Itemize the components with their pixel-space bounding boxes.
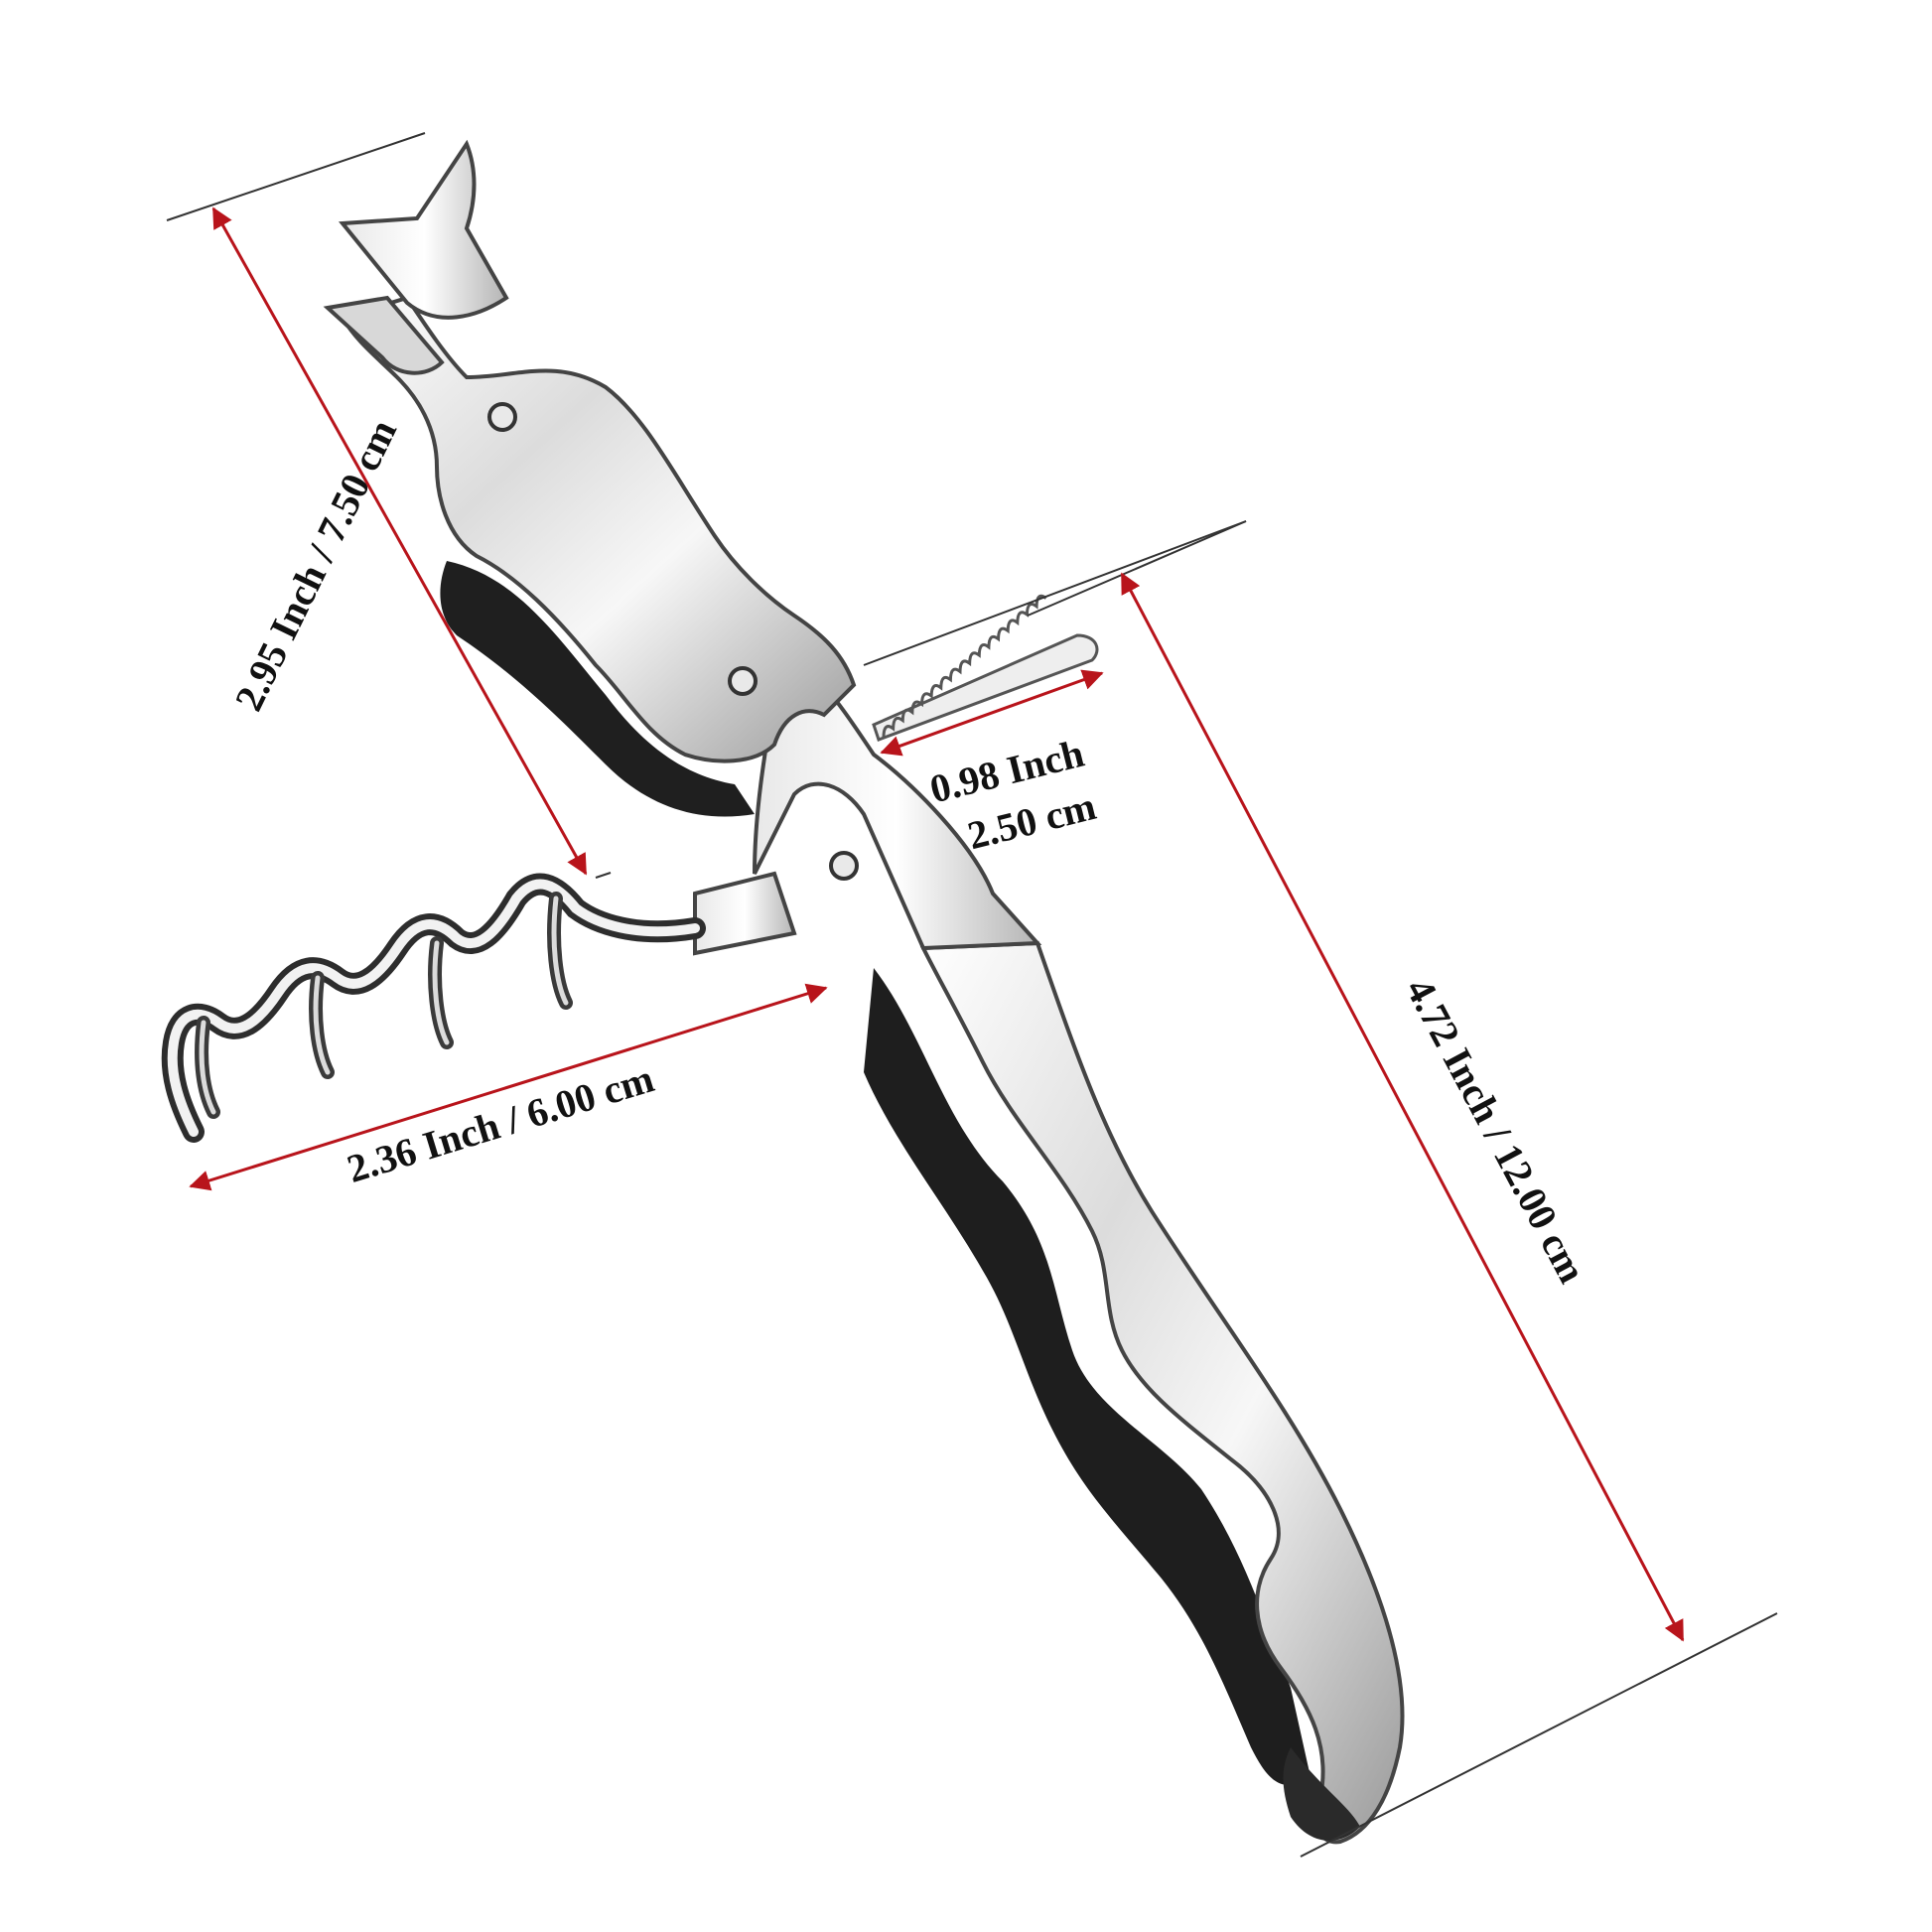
rivet-bottom [829,851,859,881]
lever-arm-leader-top [166,132,426,221]
corkscrew-illustration [161,139,1405,1845]
handle-body [919,940,1405,1845]
handle-tip [1283,1747,1360,1841]
worm-arrow [189,983,828,1191]
lever-claw-front [339,139,509,320]
worm-shank [693,871,797,956]
foil-knife-leader-left [863,520,1247,666]
total-length-arrow [1120,572,1685,1642]
total-length-dimension-label: 4.72 Inch / 12.00 cm [1397,971,1594,1290]
total-length-leader-bottom [1300,1612,1778,1858]
hinge-section [753,672,1042,951]
lever-arm-dimension-label: 2.95 Inch / 7.50 cm [226,412,406,717]
lever-arm-leader-bottom [595,872,612,879]
rivet-top [487,402,517,432]
lever-arm-arrow [211,207,588,876]
foil-knife-arrow [880,669,1104,757]
rivet-middle [728,666,758,696]
total-length-leader-top [1027,520,1247,617]
